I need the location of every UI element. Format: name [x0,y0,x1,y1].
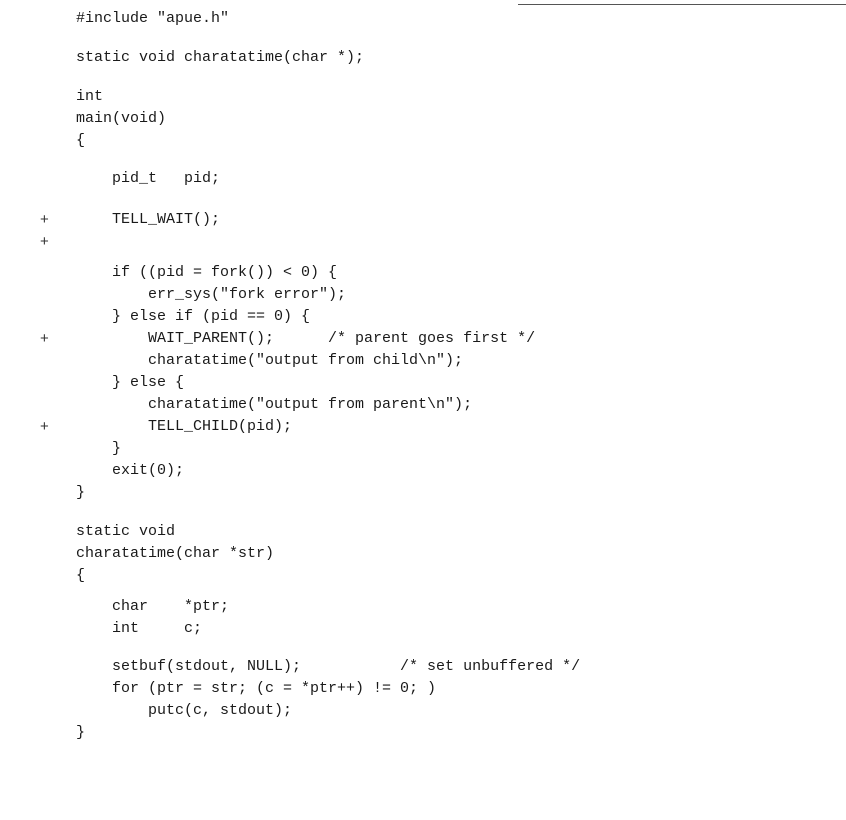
code-line: + [0,231,846,253]
code-line: pid_t pid; [0,168,846,190]
code-line: + TELL_CHILD(pid); [0,416,846,438]
code-text: static void [76,523,176,540]
code-text: static void charatatime(char *); [76,49,365,66]
code-text: { [76,132,86,149]
code-line: putc(c, stdout); [0,700,846,722]
code-line: { [0,130,846,152]
code-line: setbuf(stdout, NULL); /* set unbuffered … [0,656,846,678]
code-text: if ((pid = fork()) < 0) { [76,264,338,281]
added-line-marker: + [40,330,49,347]
code-text: } [76,440,122,457]
code-line: exit(0); [0,460,846,482]
code-line: err_sys("fork error"); [0,284,846,306]
added-line-marker: + [40,418,49,435]
code-text: charatatime("output from parent\n"); [76,396,473,413]
code-line: charatatime("output from child\n"); [0,350,846,372]
code-text: char *ptr; [76,598,230,615]
code-line: } [0,438,846,460]
code-line: + TELL_WAIT(); [0,209,846,231]
code-text: } [76,724,86,741]
code-line: charatatime(char *str) [0,543,846,565]
code-line: } [0,482,846,504]
code-line: } else { [0,372,846,394]
code-text: { [76,567,86,584]
code-text: putc(c, stdout); [76,702,293,719]
code-line: if ((pid = fork()) < 0) { [0,262,846,284]
code-line: { [0,565,846,587]
code-line: #include "apue.h" [0,8,846,30]
code-line: charatatime("output from parent\n"); [0,394,846,416]
code-text: int [76,88,104,105]
code-text: TELL_CHILD(pid); [76,418,293,435]
code-line: + WAIT_PARENT(); /* parent goes first */ [0,328,846,350]
code-text: } else { [76,374,185,391]
code-line: char *ptr; [0,596,846,618]
code-text: exit(0); [76,462,185,479]
code-line: main(void) [0,108,846,130]
code-text: } [76,484,86,501]
code-text: charatatime("output from child\n"); [76,352,464,369]
code-text: charatatime(char *str) [76,545,275,562]
code-line: for (ptr = str; (c = *ptr++) != 0; ) [0,678,846,700]
code-line: } [0,722,846,744]
code-line: int [0,86,846,108]
code-text: WAIT_PARENT(); /* parent goes first */ [76,330,536,347]
code-text: TELL_WAIT(); [76,211,221,228]
code-text: #include "apue.h" [76,10,230,27]
code-text: } else if (pid == 0) { [76,308,311,325]
code-line: } else if (pid == 0) { [0,306,846,328]
code-text: main(void) [76,110,167,127]
added-line-marker: + [40,233,49,250]
code-text: err_sys("fork error"); [76,286,347,303]
code-line: int c; [0,618,846,640]
code-text: int c; [76,620,203,637]
top-rule [518,4,846,5]
code-text: for (ptr = str; (c = *ptr++) != 0; ) [76,680,437,697]
added-line-marker: + [40,211,49,228]
code-line: static void charatatime(char *); [0,47,846,69]
code-line: static void [0,521,846,543]
code-text: setbuf(stdout, NULL); /* set unbuffered … [76,658,581,675]
code-text: pid_t pid; [76,170,221,187]
